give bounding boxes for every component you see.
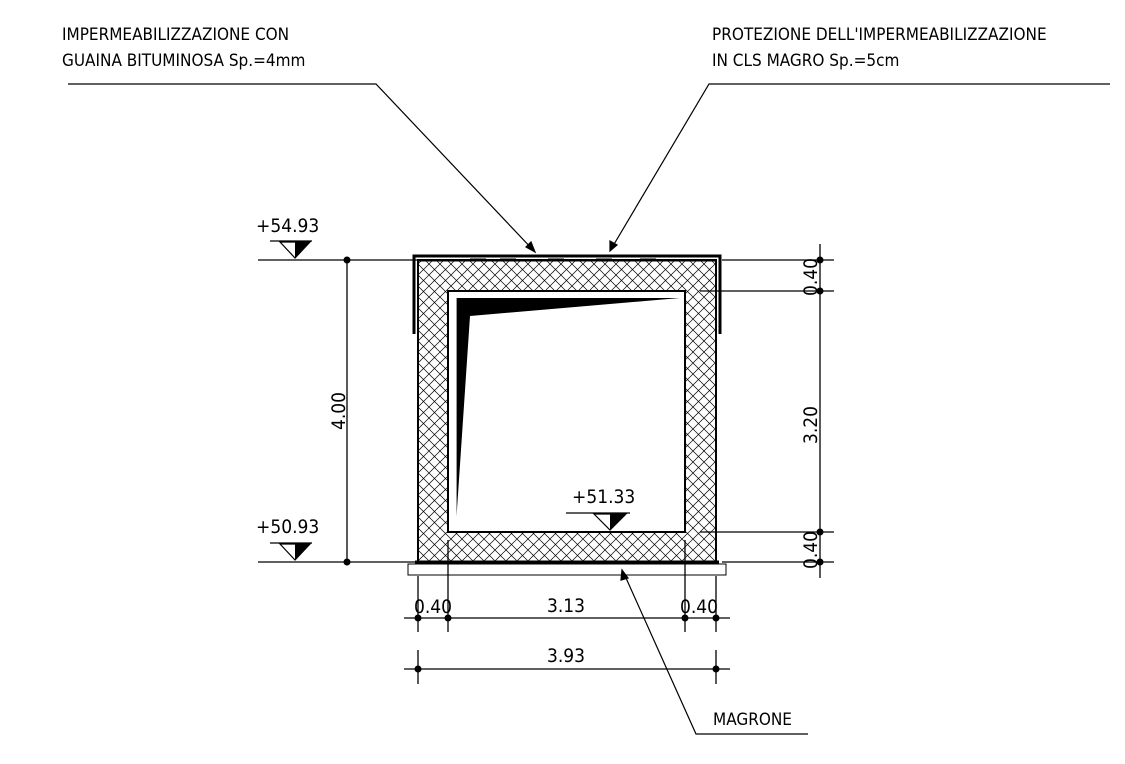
- waterproofing-label-line1: IMPERMEABILIZZAZIONE CON: [62, 25, 289, 45]
- protection-label-line1: PROTEZIONE DELL'IMPERMEABILIZZAZIONE: [712, 25, 1047, 45]
- dim-right-wall-label: 0.40: [680, 596, 718, 618]
- dim-total-height-label: 4.00: [328, 392, 350, 430]
- dim-left-wall-label: 0.40: [414, 596, 452, 618]
- dim-total-width-label: 3.93: [547, 645, 585, 667]
- protection-label-line2: IN CLS MAGRO Sp.=5cm: [712, 51, 899, 71]
- dimension-bottom-chain: 0.40 3.13 0.40: [404, 540, 730, 632]
- haunch-fillet: [456, 298, 680, 524]
- magrone-label: MAGRONE: [713, 710, 792, 730]
- dimension-total-height: 4.00: [328, 256, 351, 566]
- magrone-slab: [407, 563, 727, 576]
- level-marker-bottom: +50.93: [256, 516, 418, 563]
- waterproofing-membrane: [412, 254, 722, 564]
- leader-lines: [68, 83, 1110, 735]
- dim-inner-height-label: 3.20: [800, 406, 822, 444]
- level-marker-inner: +51.33: [566, 486, 635, 531]
- dim-bottom-slab-label: 0.40: [800, 531, 822, 569]
- dim-top-slab-label: 0.40: [800, 258, 822, 296]
- level-top-label: +54.93: [256, 215, 319, 237]
- level-inner-label: +51.33: [572, 486, 635, 508]
- dimension-right-chain: 0.40 3.20 0.40: [700, 244, 834, 578]
- inner-outline: [447, 290, 686, 533]
- level-bottom-label: +50.93: [256, 516, 319, 538]
- protection-layer: [418, 258, 716, 262]
- level-marker-top: +54.93: [256, 215, 418, 261]
- dimension-total-width: 3.93: [404, 645, 730, 684]
- waterproofing-label-line2: GUAINA BITUMINOSA Sp.=4mm: [62, 51, 305, 71]
- dim-inner-width-label: 3.13: [547, 595, 585, 617]
